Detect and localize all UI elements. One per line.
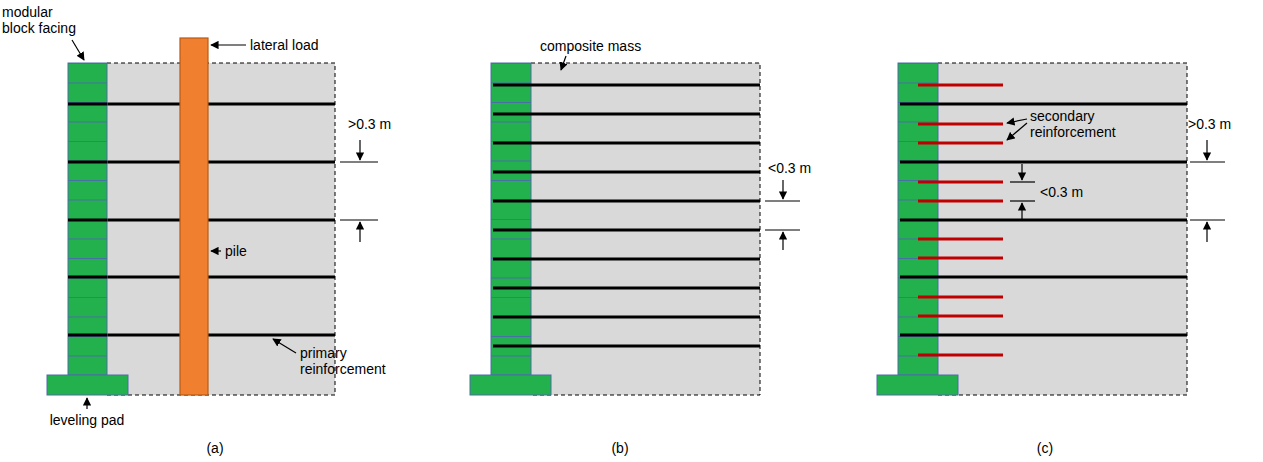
part-label: composite mass [540,38,641,54]
panel-label: (b) [611,440,628,456]
leveling-pad [47,375,128,395]
dimension-label: >0.3 m [348,116,391,132]
primary-reinforcement [900,104,1187,335]
dimension-label: <0.3 m [768,160,811,176]
leveling-pad [470,375,551,395]
panel-label: (a) [206,440,223,456]
part-label: pile [225,243,247,259]
primary-reinforcement [68,104,107,335]
block-facing [491,63,531,375]
soil-boundary [938,63,1187,395]
dimension-marks [340,140,378,242]
load-label: lateral load [250,37,319,53]
soil-mass [938,63,1187,395]
leader-lines [561,56,566,70]
leveling-pad [877,375,958,395]
part-label: secondary reinforcement [1030,108,1134,140]
pile [180,38,208,395]
reinforcement [493,85,760,346]
panel-b [470,56,800,395]
leader-lines [1007,119,1027,140]
dimension-marks [765,180,800,250]
secondary-reinforcement [918,85,1003,355]
part-label: primary reinforcement [300,345,404,377]
dimension-label: <0.3 m [1040,184,1083,200]
part-label: leveling pad [50,412,125,428]
dimension-label: >0.3 m [1188,116,1231,132]
block-facing [68,63,107,375]
panel-c [877,63,1225,395]
part-label: modular block facing [2,4,86,36]
leader-lines [72,40,296,409]
panel-label: (c) [1037,440,1053,456]
dimension-marks [1010,140,1225,242]
